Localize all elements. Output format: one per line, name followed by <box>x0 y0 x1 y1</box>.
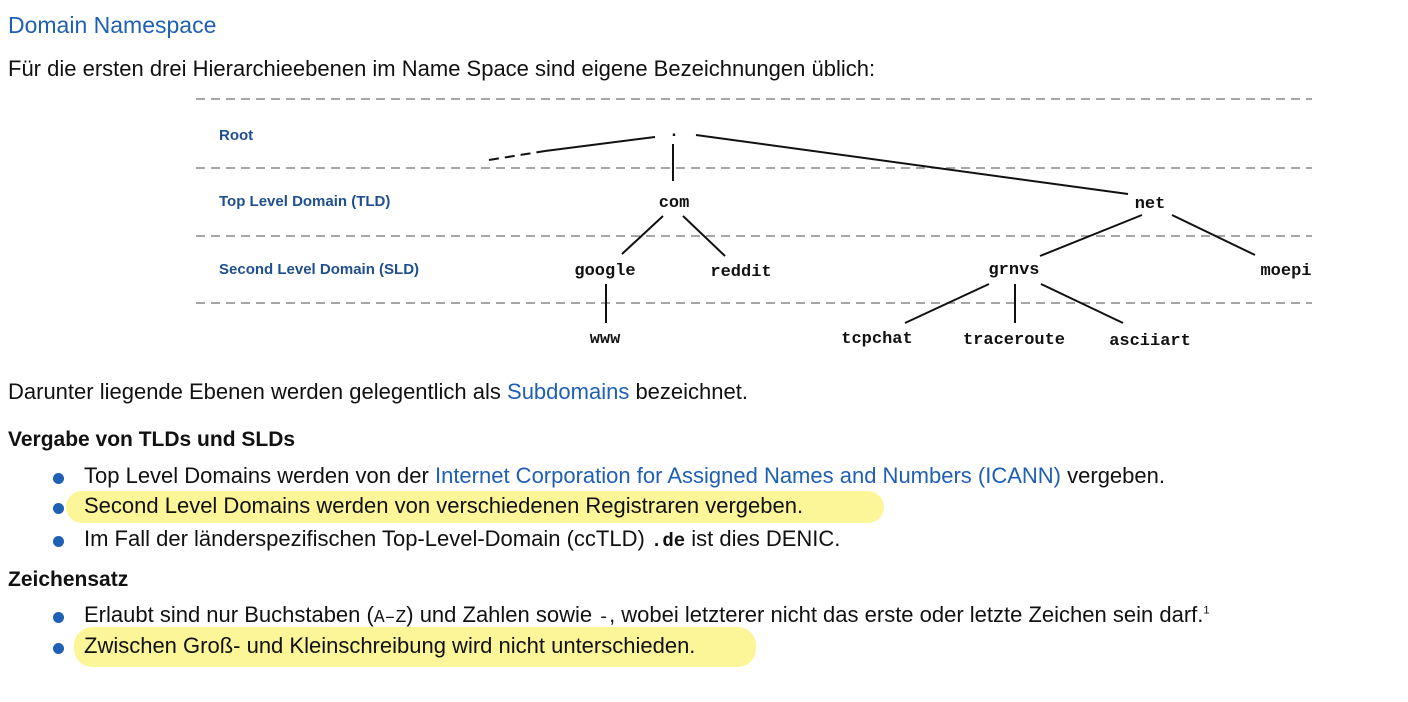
list-item-text: Erlaubt sind nur Buchstaben (A–Z) und Za… <box>84 602 1210 628</box>
subdomains-link[interactable]: Subdomains <box>507 379 630 404</box>
bullet-icon <box>53 643 64 654</box>
list-item-text: Im Fall der länderspezifischen Top-Level… <box>84 526 841 552</box>
bullet-icon <box>53 612 64 623</box>
level-separators <box>196 98 1312 304</box>
intro-text: Für die ersten drei Hierarchieebenen im … <box>8 56 876 81</box>
node-tcpchat: tcpchat <box>841 330 912 349</box>
level-label-sld: Second Level Domain (SLD) <box>219 261 419 278</box>
level-label-root: Root <box>219 127 253 144</box>
list-item-text: Second Level Domains werden von verschie… <box>84 493 804 518</box>
bullet-icon <box>53 473 64 484</box>
edge-net-grnvs <box>1039 214 1143 257</box>
footnote-marker[interactable]: 1 <box>1203 604 1210 617</box>
node-com: com <box>659 194 690 213</box>
node-grnvs: grnvs <box>988 261 1039 280</box>
edge-grnvs-tcpchat <box>904 283 990 324</box>
letter-range-code: A–Z <box>373 608 407 628</box>
edge-grnvs-asciiart <box>1040 283 1124 324</box>
node-moepi: moepi <box>1260 262 1311 281</box>
node-asciiart: asciiart <box>1109 332 1191 351</box>
node-google: google <box>574 262 635 281</box>
tld-code: .de <box>650 530 686 552</box>
node-traceroute: traceroute <box>963 331 1065 350</box>
list-item-text: Zwischen Groß- und Kleinschreibung wird … <box>84 633 696 658</box>
icann-link[interactable]: Internet Corporation for Assigned Names … <box>434 463 1062 488</box>
vergabe-heading: Vergabe von TLDs und SLDs <box>8 428 296 451</box>
bullet-icon <box>53 536 64 547</box>
list-item-text: Top Level Domains werden von der Interne… <box>84 463 1165 488</box>
level-label-tld: Top Level Domain (TLD) <box>219 193 390 210</box>
edge-root-left <box>544 136 656 152</box>
subdomains-text-after: bezeichnet. <box>629 379 748 404</box>
node-net: net <box>1135 195 1166 214</box>
zeichensatz-heading: Zeichensatz <box>8 568 129 591</box>
highlight-mark <box>74 627 756 667</box>
edge-root-dashed <box>488 150 546 161</box>
section-title-link[interactable]: Domain Namespace <box>8 12 217 38</box>
subdomains-paragraph: Darunter liegende Ebenen werden gelegent… <box>8 379 748 405</box>
node-reddit: reddit <box>710 263 771 282</box>
edge-com-reddit <box>682 215 726 257</box>
edge-net-moepi <box>1171 214 1256 256</box>
highlight-mark <box>66 491 884 523</box>
tree-edges <box>488 134 1256 324</box>
bullet-icon <box>53 503 64 514</box>
dash-code: - <box>598 608 610 628</box>
edge-com-google <box>621 215 664 255</box>
namespace-tree-diagram: Root Top Level Domain (TLD) Second Level… <box>196 98 1312 351</box>
subdomains-text-before: Darunter liegende Ebenen werden gelegent… <box>8 379 508 404</box>
edge-root-net <box>695 134 1129 195</box>
node-root: . <box>669 123 679 142</box>
node-www: www <box>590 330 621 349</box>
